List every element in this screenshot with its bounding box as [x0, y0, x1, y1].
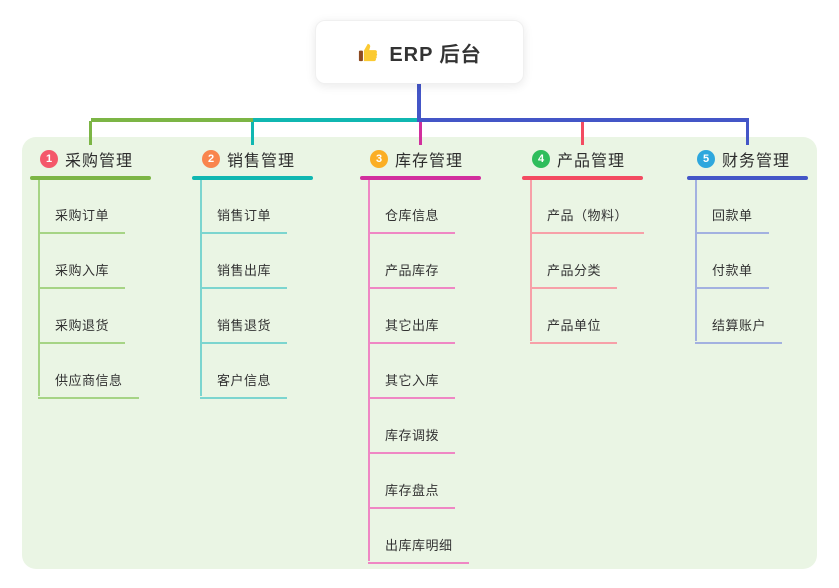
branch-number-badge: 3: [370, 150, 388, 168]
bus-line-segment: [417, 118, 750, 122]
child-topic[interactable]: 其它出库: [368, 315, 456, 344]
child-topic-label: 库存调拨: [385, 428, 440, 443]
branch-topic-label: 采购管理: [65, 153, 134, 170]
branch-underline: [30, 176, 151, 180]
bus-line-segment: [252, 118, 421, 122]
child-topic-label: 库存盘点: [385, 483, 440, 498]
child-topic[interactable]: 库存调拨: [368, 425, 456, 454]
child-topic-label: 其它出库: [385, 318, 440, 333]
child-topic[interactable]: 销售退货: [200, 315, 288, 344]
child-topic[interactable]: 库存盘点: [368, 480, 456, 509]
root-drop-line: [417, 81, 421, 122]
child-topic-label: 产品（物料）: [547, 208, 629, 223]
child-topic-label: 产品库存: [385, 263, 440, 278]
child-topic[interactable]: 产品库存: [368, 260, 456, 289]
branch-number-badge: 1: [40, 150, 58, 168]
child-topic[interactable]: 产品（物料）: [530, 205, 645, 234]
branch-children-spine-line: [368, 179, 370, 561]
child-topic[interactable]: 供应商信息: [38, 370, 139, 399]
child-topic[interactable]: 仓库信息: [368, 205, 456, 234]
branch-topic-2[interactable]: 2 销售管理: [202, 148, 295, 170]
branch-number-badge: 2: [202, 150, 220, 168]
child-topic[interactable]: 客户信息: [200, 370, 288, 399]
child-topic[interactable]: 付款单: [695, 260, 769, 289]
child-topic-label: 销售出库: [217, 263, 272, 278]
child-topic[interactable]: 采购退货: [38, 315, 126, 344]
branch-topic-3[interactable]: 3 库存管理: [370, 148, 463, 170]
child-topic-label: 销售退货: [217, 318, 272, 333]
child-topic-label: 客户信息: [217, 373, 272, 388]
child-topic-label: 销售订单: [217, 208, 272, 223]
child-topic[interactable]: 采购入库: [38, 260, 126, 289]
branch-drop-line: [418, 121, 423, 145]
bus-line-segment: [90, 118, 253, 122]
child-topic-label: 采购订单: [55, 208, 110, 223]
child-topic[interactable]: 采购订单: [38, 205, 126, 234]
branch-underline: [522, 176, 643, 180]
child-topic-label: 采购退货: [55, 318, 110, 333]
child-topic[interactable]: 产品单位: [530, 315, 618, 344]
child-topic-label: 仓库信息: [385, 208, 440, 223]
child-topic-label: 付款单: [712, 263, 753, 278]
branch-drop-line: [745, 121, 750, 145]
branch-drop-line: [580, 121, 585, 145]
branch-number-badge: 5: [697, 150, 715, 168]
branch-children-spine-line: [695, 179, 697, 341]
child-topic[interactable]: 出库库明细: [368, 535, 469, 564]
child-topic-label: 采购入库: [55, 263, 110, 278]
child-topic-label: 其它入库: [385, 373, 440, 388]
branch-drop-line: [250, 121, 255, 145]
branch-topic-label: 销售管理: [227, 153, 296, 170]
child-topic[interactable]: 销售订单: [200, 205, 288, 234]
branch-topic-label: 库存管理: [395, 153, 464, 170]
branch-children-spine-line: [530, 179, 532, 341]
branch-number-badge: 4: [532, 150, 550, 168]
child-topic[interactable]: 其它入库: [368, 370, 456, 399]
branch-topic-label: 财务管理: [722, 153, 791, 170]
child-topic[interactable]: 回款单: [695, 205, 769, 234]
root-topic-label: ERP 后台: [389, 43, 482, 66]
branch-underline: [687, 176, 808, 180]
branch-drop-line: [88, 121, 93, 145]
thumbs-up-icon: [357, 41, 380, 64]
child-topic-label: 出库库明细: [385, 538, 453, 553]
branch-topic-4[interactable]: 4 产品管理: [532, 148, 625, 170]
child-topic[interactable]: 产品分类: [530, 260, 618, 289]
child-topic-label: 产品单位: [547, 318, 602, 333]
child-topic-label: 供应商信息: [55, 373, 123, 388]
branch-topic-1[interactable]: 1 采购管理: [40, 148, 133, 170]
branch-underline: [360, 176, 481, 180]
child-topic-label: 产品分类: [547, 263, 602, 278]
child-topic[interactable]: 销售出库: [200, 260, 288, 289]
child-topic-label: 回款单: [712, 208, 753, 223]
branch-underline: [192, 176, 313, 180]
child-topic[interactable]: 结算账户: [695, 315, 783, 344]
branches-background-panel: [22, 137, 817, 569]
branch-topic-5[interactable]: 5 财务管理: [697, 148, 790, 170]
branch-topic-label: 产品管理: [557, 153, 626, 170]
root-topic-erp[interactable]: ERP 后台: [315, 20, 524, 84]
child-topic-label: 结算账户: [712, 318, 767, 333]
